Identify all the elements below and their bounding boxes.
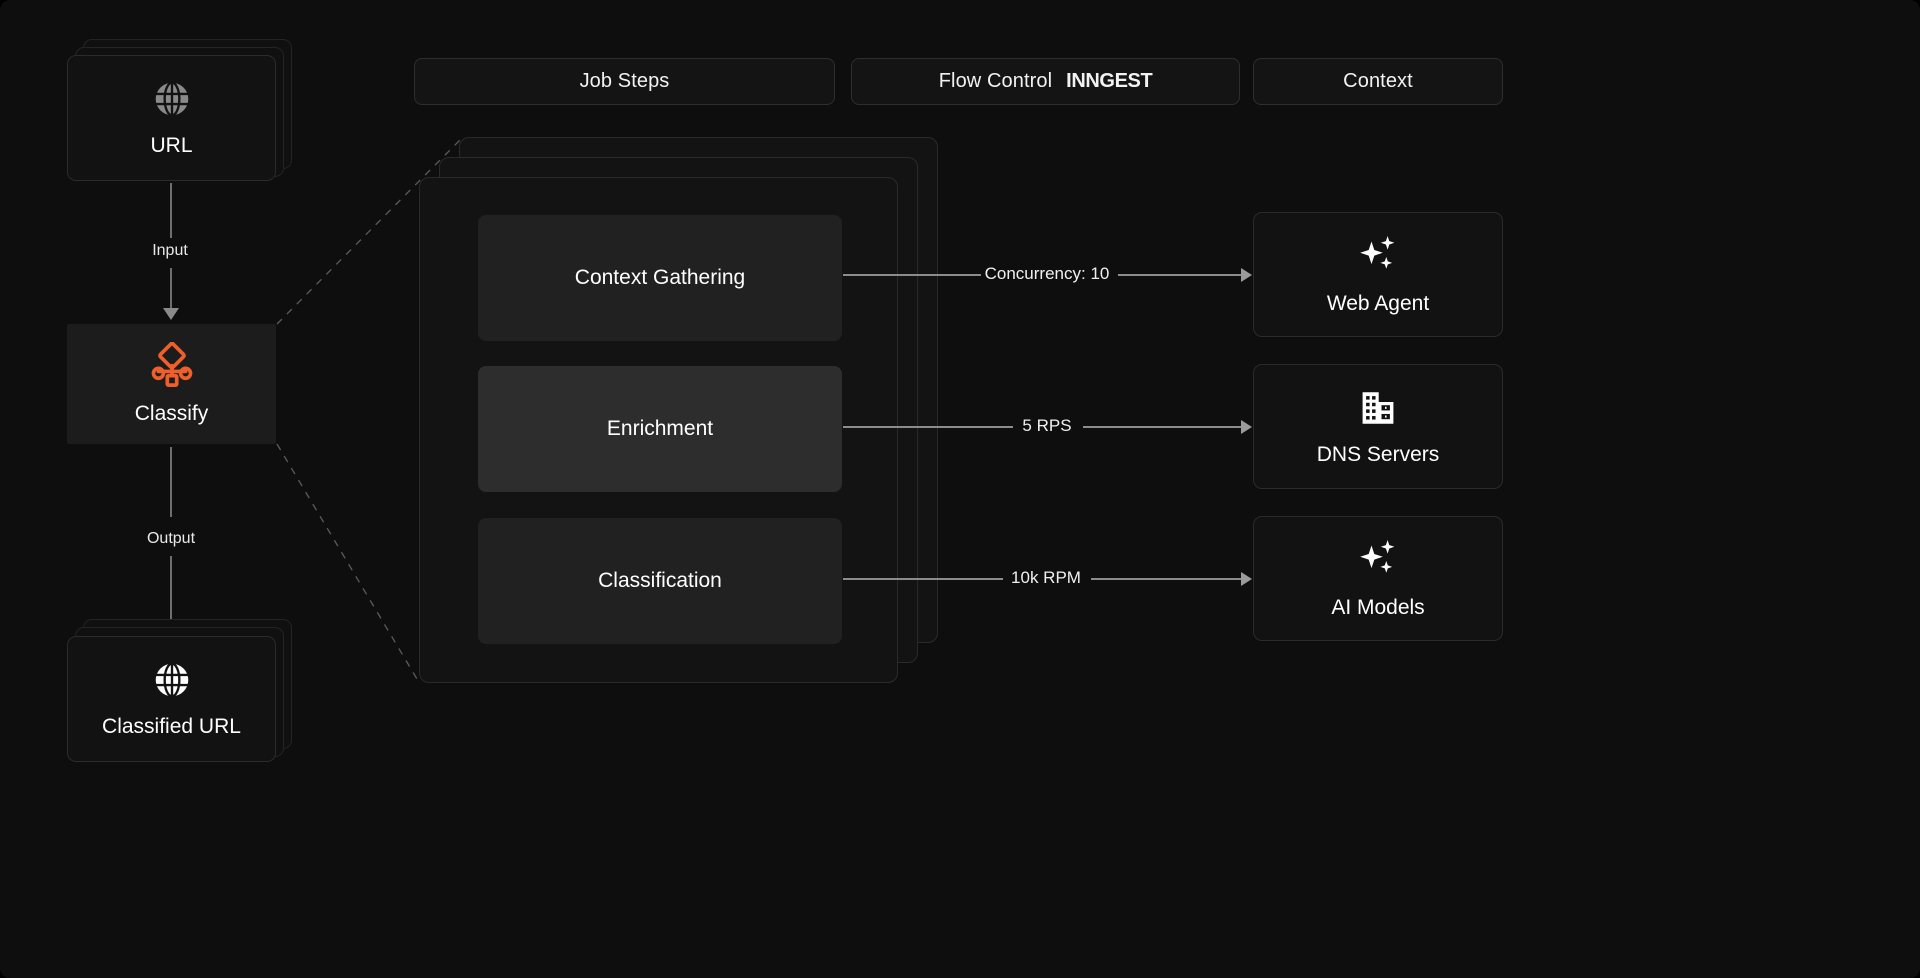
job-step-label: Context Gathering (574, 266, 746, 289)
header-pill-context[interactable]: Context (1253, 58, 1503, 105)
flow-edge-label-concurrency: Concurrency: 10 (984, 264, 1110, 283)
output-edge-line-top (170, 447, 172, 517)
classify-node[interactable]: Classify (67, 324, 276, 444)
flow-edge-line-right-3 (1091, 578, 1244, 580)
input-edge-line-top (170, 183, 172, 238)
context-card-dns-servers[interactable]: DNS Servers (1253, 364, 1503, 489)
job-step-classification[interactable]: Classification (478, 518, 842, 644)
workflow-icon (149, 342, 195, 388)
flow-edge-line-right-1 (1118, 274, 1244, 276)
job-step-label: Enrichment (606, 417, 714, 440)
flow-edge-arrowhead-3 (1241, 572, 1252, 586)
header-pill-flow-control[interactable]: Flow Control INNGEST (851, 58, 1240, 105)
header-pill-label: Job Steps (579, 70, 670, 92)
url-card-label: URL (150, 134, 193, 157)
flow-edge-arrowhead-2 (1241, 420, 1252, 434)
job-step-label: Classification (598, 569, 722, 592)
globe-icon (151, 659, 193, 701)
job-steps-panel: Context Gathering Enrichment Classificat… (419, 177, 898, 683)
globe-icon (151, 78, 193, 120)
flow-edge-line-left-1 (843, 274, 981, 276)
header-pill-label: Context (1343, 70, 1413, 92)
input-edge-label: Input (130, 242, 210, 260)
context-card-web-agent[interactable]: Web Agent (1253, 212, 1503, 337)
flow-edge-label-rpm: 10k RPM (1011, 568, 1081, 587)
header-pill-job-steps[interactable]: Job Steps (414, 58, 835, 105)
inngest-logo: INNGEST (1066, 70, 1153, 92)
flow-edge-label-rps: 5 RPS (1022, 416, 1072, 435)
context-card-ai-models[interactable]: AI Models (1253, 516, 1503, 641)
sparkles-icon (1355, 538, 1401, 582)
flow-edge-line-right-2 (1083, 426, 1244, 428)
job-step-context-gathering[interactable]: Context Gathering (478, 215, 842, 341)
classify-node-label: Classify (134, 402, 209, 425)
flow-edge-arrowhead-1 (1241, 268, 1252, 282)
context-card-label: AI Models (1331, 595, 1425, 619)
input-edge-arrowhead (163, 308, 179, 320)
output-edge-label: Output (128, 530, 214, 548)
classified-url-card-label: Classified URL (102, 715, 241, 738)
building-icon (1357, 387, 1399, 429)
input-edge-line-bottom (170, 268, 172, 310)
header-pill-label: Flow Control (938, 70, 1053, 92)
output-edge-line-bottom (170, 556, 172, 632)
url-card[interactable]: URL (67, 55, 276, 181)
context-card-label: DNS Servers (1316, 442, 1440, 466)
classified-url-card[interactable]: Classified URL (67, 636, 276, 762)
sparkles-icon (1355, 234, 1401, 278)
flow-edge-line-left-3 (843, 578, 1003, 580)
context-card-label: Web Agent (1326, 291, 1430, 315)
flow-edge-line-left-2 (843, 426, 1013, 428)
job-step-enrichment[interactable]: Enrichment (478, 366, 842, 492)
